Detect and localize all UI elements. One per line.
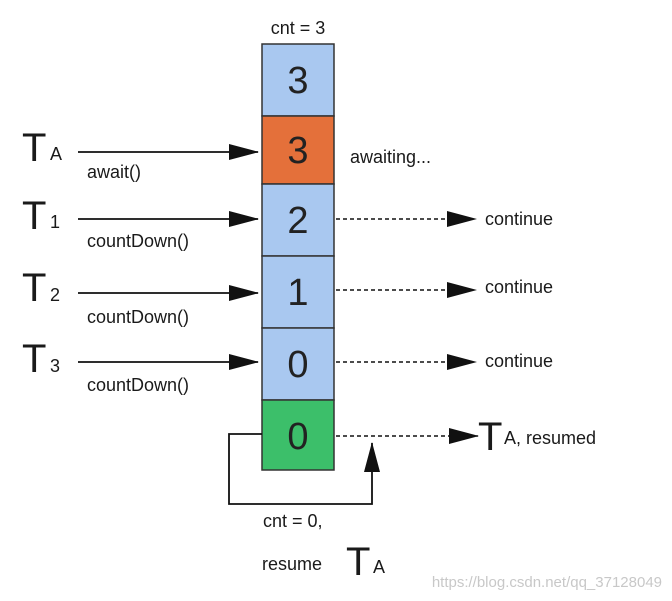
thread-1-subscript: 1 [50, 212, 60, 232]
footer-letter: T [346, 540, 370, 584]
resumed-letter: T [478, 415, 502, 459]
footer-note: cnt = 0, resume T A [262, 511, 385, 584]
watermark: https://blog.csdn.net/qq_37128049 [432, 574, 662, 591]
resumed-label: A, resumed [504, 428, 596, 448]
cell-2-box [261, 183, 335, 257]
thread-3-letter: T [22, 337, 46, 381]
thread-a-row: T A await() awaiting... [22, 126, 431, 182]
cell-0: 3 [261, 43, 335, 117]
continue-label-1: continue [485, 209, 553, 229]
cell-column: 3 3 2 1 0 0 [261, 43, 335, 471]
thread-2-subscript: 2 [50, 285, 60, 305]
awaiting-status: awaiting... [350, 147, 431, 167]
resume-loop: T A, resumed [228, 415, 596, 505]
counter-label: cnt = 3 [271, 18, 326, 38]
cell-1-value: 3 [287, 130, 308, 172]
continue-label-2: continue [485, 277, 553, 297]
cell-4-value: 0 [287, 344, 308, 386]
cell-3: 1 [261, 255, 335, 329]
continue-label-3: continue [485, 351, 553, 371]
thread-a-subscript: A [50, 144, 62, 164]
cell-0-box [261, 43, 335, 117]
cell-5-value: 0 [287, 416, 308, 458]
footer-line-1: cnt = 0, [263, 511, 323, 531]
countdown-label-3: countDown() [87, 375, 189, 395]
thread-2-letter: T [22, 266, 46, 310]
cell-3-value: 1 [287, 272, 308, 314]
cell-5: 0 [261, 399, 335, 471]
countdown-label-2: countDown() [87, 307, 189, 327]
await-label: await() [87, 162, 141, 182]
thread-3-row: T 3 countDown() continue [22, 337, 553, 395]
countdown-label-1: countDown() [87, 231, 189, 251]
thread-1-letter: T [22, 194, 46, 238]
cell-2: 2 [261, 183, 335, 257]
cell-2-value: 2 [287, 200, 308, 242]
thread-1-row: T 1 countDown() continue [22, 194, 553, 251]
cell-3-box [261, 255, 335, 329]
thread-2-row: T 2 countDown() continue [22, 266, 553, 327]
cell-1: 3 [261, 115, 335, 185]
thread-3-subscript: 3 [50, 356, 60, 376]
cell-5-box [261, 399, 335, 471]
thread-a-letter: T [22, 126, 46, 170]
footer-subscript: A [373, 557, 385, 577]
footer-resume: resume [262, 554, 322, 574]
cell-1-box [261, 115, 335, 185]
cell-0-value: 3 [287, 60, 308, 102]
cell-4: 0 [261, 327, 335, 401]
resume-loop-line [228, 433, 380, 505]
